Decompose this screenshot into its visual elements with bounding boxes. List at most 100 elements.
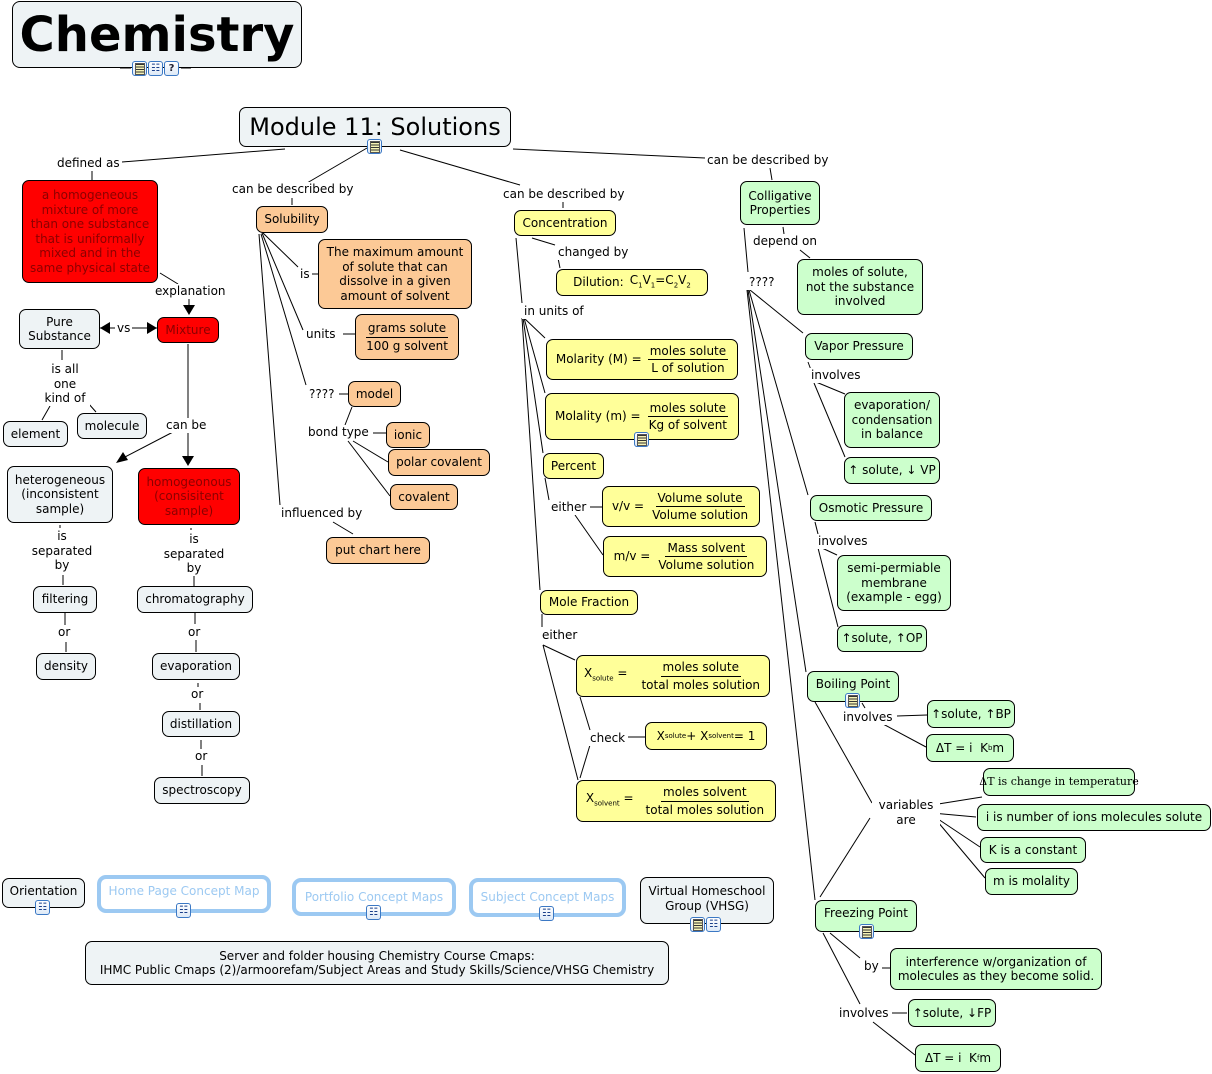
home-page-icons <box>176 903 191 918</box>
fp-rule-node[interactable]: ↑solute, ↓FP <box>908 999 996 1027</box>
link-involves: involves <box>809 368 863 383</box>
document-icon[interactable] <box>367 139 382 154</box>
vapor-pressure-node[interactable]: Vapor Pressure <box>805 333 913 360</box>
link-is: is <box>298 267 312 282</box>
fraction-denominator: 100 g solvent <box>366 338 448 353</box>
link-involves: involves <box>841 710 895 725</box>
server-folder-node[interactable]: Server and folder housing Chemistry Cour… <box>85 941 669 985</box>
pure-substance-node[interactable]: Pure Substance <box>19 309 100 349</box>
boiling-point-icons <box>845 693 860 708</box>
help-icon[interactable] <box>164 61 179 76</box>
heterogeneous-node[interactable]: heterogeneous (inconsistent sample) <box>7 466 113 523</box>
link-can-be-described-by: can be described by <box>501 187 627 202</box>
link-units: units <box>304 327 338 342</box>
var-m-node[interactable]: m is molality <box>985 868 1078 895</box>
title-node[interactable]: Chemistry <box>12 1 302 68</box>
osmotic-pressure-node[interactable]: Osmotic Pressure <box>810 495 932 521</box>
percent-node[interactable]: Percent <box>543 453 604 479</box>
link-either: either <box>549 500 589 515</box>
document-icon[interactable] <box>634 432 649 447</box>
fraction-numerator: moles solute <box>660 660 741 677</box>
subject-icons <box>539 906 554 921</box>
document-icon[interactable] <box>845 693 860 708</box>
concept-map-icon[interactable] <box>35 900 50 915</box>
link-explanation: explanation <box>153 284 228 299</box>
link-is-separated-by: is separated by <box>160 532 228 576</box>
bp-rule-node[interactable]: ↑solute, ↑BP <box>927 700 1015 728</box>
link-is-separated-by: is separated by <box>28 529 96 573</box>
fraction-numerator: Volume solute <box>655 491 745 507</box>
mole-fraction-node[interactable]: Mole Fraction <box>540 590 638 615</box>
moles-of-solute-node[interactable]: moles of solute, not the substance invol… <box>797 259 923 315</box>
homogeneous-node[interactable]: homogeonous (consisitent sample) <box>138 468 240 525</box>
definition-node[interactable]: a homogeneous mixture of more than one s… <box>22 180 158 283</box>
concept-map-icon[interactable] <box>176 903 191 918</box>
interference-node[interactable]: interference w/organization of molecules… <box>890 948 1102 990</box>
colligative-properties-node[interactable]: Colligative Properties <box>740 181 820 225</box>
distillation-node[interactable]: distillation <box>162 711 240 737</box>
link-changed-by: changed by <box>556 245 631 260</box>
polar-covalent-node[interactable]: polar covalent <box>388 449 490 476</box>
mv-label: m/v = <box>613 549 651 564</box>
concept-map-icon[interactable] <box>148 61 163 76</box>
var-delta-t-node[interactable]: ΔT is change in temperature <box>979 768 1139 796</box>
molecule-node[interactable]: molecule <box>77 413 147 439</box>
semi-permeable-membrane-node[interactable]: semi-permiable membrane (example - egg) <box>837 555 951 611</box>
fraction-denominator: Volume solution <box>658 558 755 572</box>
density-node[interactable]: density <box>36 653 96 680</box>
orientation-node[interactable]: Orientation <box>2 878 85 908</box>
concept-map-icon[interactable] <box>539 906 554 921</box>
var-k-node[interactable]: K is a constant <box>980 837 1086 863</box>
evaporation-node[interactable]: evaporation <box>152 653 240 680</box>
model-node[interactable]: model <box>348 381 401 407</box>
document-icon[interactable] <box>132 61 147 76</box>
element-node[interactable]: element <box>3 421 68 447</box>
var-i-node[interactable]: i is number of ions molecules solute <box>977 804 1211 831</box>
chromatography-node[interactable]: chromatography <box>137 586 253 613</box>
fraction-numerator: grams solute <box>365 321 449 338</box>
document-icon[interactable] <box>690 917 705 932</box>
link-can-be-described-by: can be described by <box>705 153 831 168</box>
evaporation-condensation-node[interactable]: evaporation/ condensation in balance <box>844 392 940 448</box>
link-variables-are: variables are <box>872 798 940 827</box>
fraction-numerator: Mass solvent <box>665 541 748 557</box>
boiling-point-node[interactable]: Boiling Point <box>807 671 899 702</box>
concept-map-icon[interactable] <box>706 917 721 932</box>
link-or: or <box>189 687 206 702</box>
spectroscopy-node[interactable]: spectroscopy <box>154 777 250 804</box>
link-involves: involves <box>837 1006 891 1021</box>
vhsg-node[interactable]: Virtual Homeschool Group (VHSG) <box>640 877 774 924</box>
mixture-node[interactable]: Mixture <box>157 317 219 343</box>
molality-label: Molality (m) = <box>555 409 641 424</box>
solubility-definition-node[interactable]: The maximum amount of solute that can di… <box>318 239 472 309</box>
orientation-icons <box>35 900 50 915</box>
filtering-node[interactable]: filtering <box>33 586 97 613</box>
vhsg-icons <box>690 917 721 932</box>
covalent-node[interactable]: covalent <box>390 484 458 510</box>
fraction-numerator: moles solute <box>647 401 729 417</box>
link-can-be: can be <box>164 418 209 433</box>
solubility-node[interactable]: Solubility <box>256 206 328 233</box>
module-node[interactable]: Module 11: Solutions <box>239 107 511 147</box>
concentration-node[interactable]: Concentration <box>514 210 616 236</box>
dilution-node[interactable]: Dilution: C1V1=C2V2 <box>556 269 708 296</box>
vp-rule-node[interactable]: ↑ solute, ↓ VP <box>844 457 940 484</box>
put-chart-here-node[interactable]: put chart here <box>326 537 430 564</box>
arrow-right-icon <box>147 322 157 334</box>
x-solute-label: Xsolute = <box>583 666 628 683</box>
concept-map-icon[interactable] <box>366 905 381 920</box>
ionic-node[interactable]: ionic <box>386 422 430 448</box>
title-icons <box>132 61 179 76</box>
molality-icons <box>634 432 649 447</box>
op-rule-node[interactable]: ↑solute, ↑OP <box>837 625 927 652</box>
document-icon[interactable] <box>859 924 874 939</box>
